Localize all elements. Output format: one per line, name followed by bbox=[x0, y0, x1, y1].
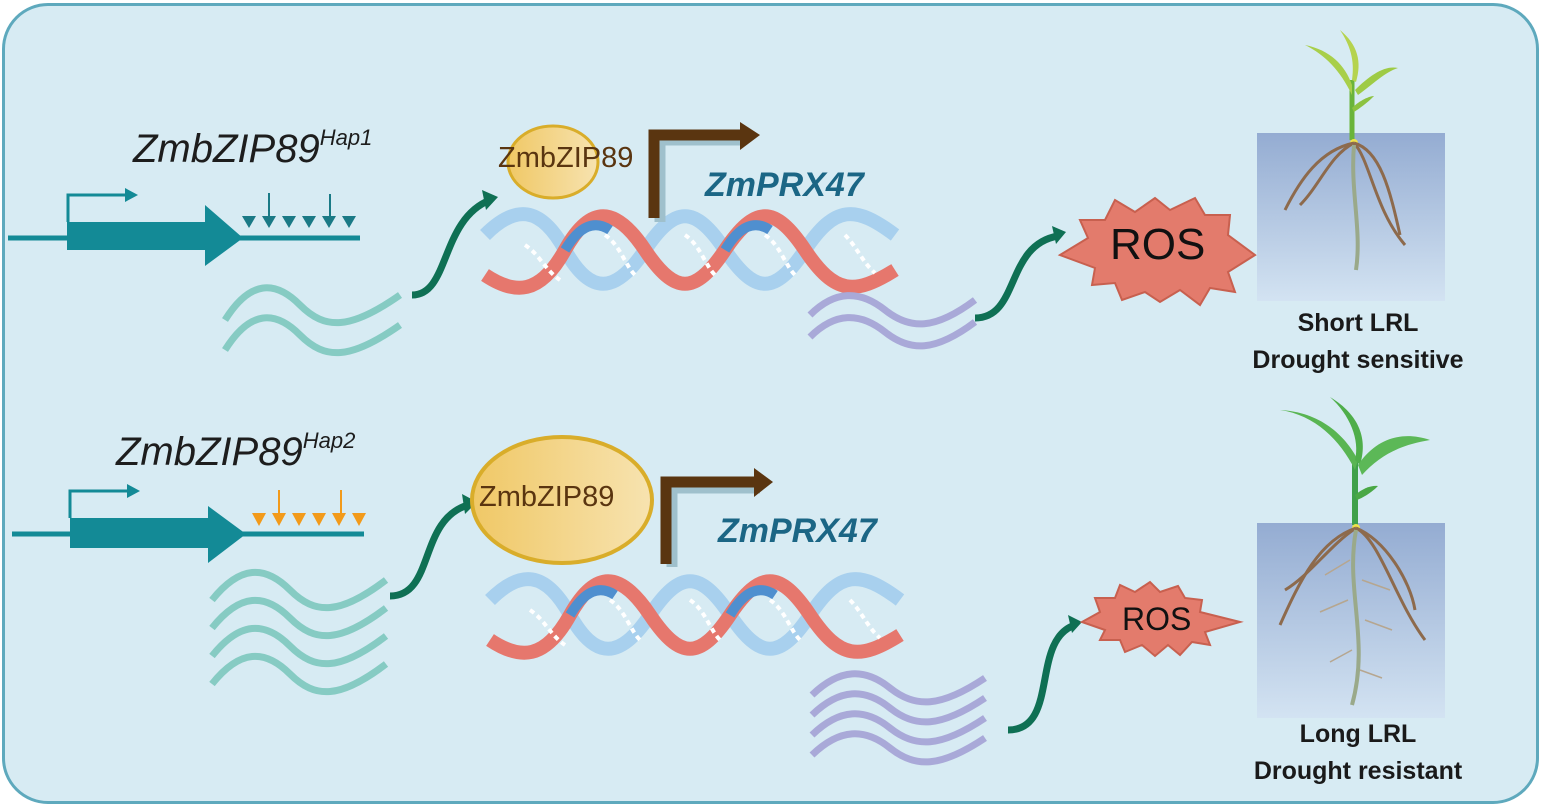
gene-name: ZmbZIP89 bbox=[116, 430, 303, 474]
ros-label-hap2: ROS bbox=[1122, 601, 1192, 637]
phenotype-line-1: Long LRL bbox=[1299, 720, 1417, 748]
ros-burst-hap1 bbox=[1057, 196, 1257, 307]
tss-arrow-target-hap2 bbox=[660, 468, 773, 567]
ros-label-hap1: ROS bbox=[1110, 220, 1206, 269]
ros-burst-hap2 bbox=[1079, 580, 1244, 658]
phenotype-hap1: Short LRL Drought sensitive bbox=[1228, 305, 1488, 379]
gene-name: ZmbZIP89 bbox=[133, 127, 320, 171]
soil-box-hap1 bbox=[1257, 133, 1445, 301]
tss-arrow-icon bbox=[125, 188, 138, 202]
dna-helix-hap2 bbox=[490, 579, 900, 653]
tf-label-hap2: ZmbZIP89 bbox=[479, 481, 615, 513]
variant-markers-hap1 bbox=[242, 193, 356, 228]
dna-helix-hap1 bbox=[485, 214, 895, 288]
haplotype-label: Hap2 bbox=[302, 428, 356, 453]
flow-arrow-2 bbox=[974, 226, 1066, 322]
mrna-hap1 bbox=[222, 284, 403, 357]
target-gene-hap2: ZmPRX47 bbox=[718, 512, 877, 550]
tss-arrow-target-hap1 bbox=[648, 122, 760, 222]
phenotype-hap2: Long LRL Drought resistant bbox=[1228, 716, 1488, 790]
phenotype-line-1: Short LRL bbox=[1297, 309, 1419, 337]
tf-label-hap1: ZmbZIP89 bbox=[498, 142, 634, 174]
variant-markers-hap2 bbox=[252, 490, 366, 526]
tf-protein-hap2 bbox=[470, 435, 654, 565]
phenotype-line-2: Drought sensitive bbox=[1252, 346, 1464, 374]
flow-arrow-4 bbox=[1007, 615, 1082, 734]
tf-protein-hap1 bbox=[506, 124, 600, 200]
gene-title-hap2: ZmbZIP89Hap2 bbox=[116, 428, 356, 475]
gene-model-hap2 bbox=[12, 484, 366, 563]
flow-arrow-3 bbox=[389, 494, 477, 600]
target-mrna-hap2 bbox=[809, 670, 987, 766]
gene-title-hap1: ZmbZIP89Hap1 bbox=[133, 125, 373, 172]
soil-box-hap2 bbox=[1257, 523, 1445, 718]
phenotype-line-2: Drought resistant bbox=[1253, 757, 1463, 785]
plant-hap1 bbox=[1283, 30, 1407, 271]
haplotype-label: Hap1 bbox=[319, 125, 373, 150]
plant-hap2 bbox=[1278, 397, 1430, 706]
target-gene-hap1: ZmPRX47 bbox=[705, 166, 864, 204]
target-mrna-hap1 bbox=[807, 292, 978, 350]
gene-model-hap1 bbox=[8, 188, 360, 266]
flow-arrow-1 bbox=[411, 190, 498, 299]
mrna-hap2 bbox=[209, 568, 389, 696]
tss-arrow-icon bbox=[127, 484, 140, 498]
